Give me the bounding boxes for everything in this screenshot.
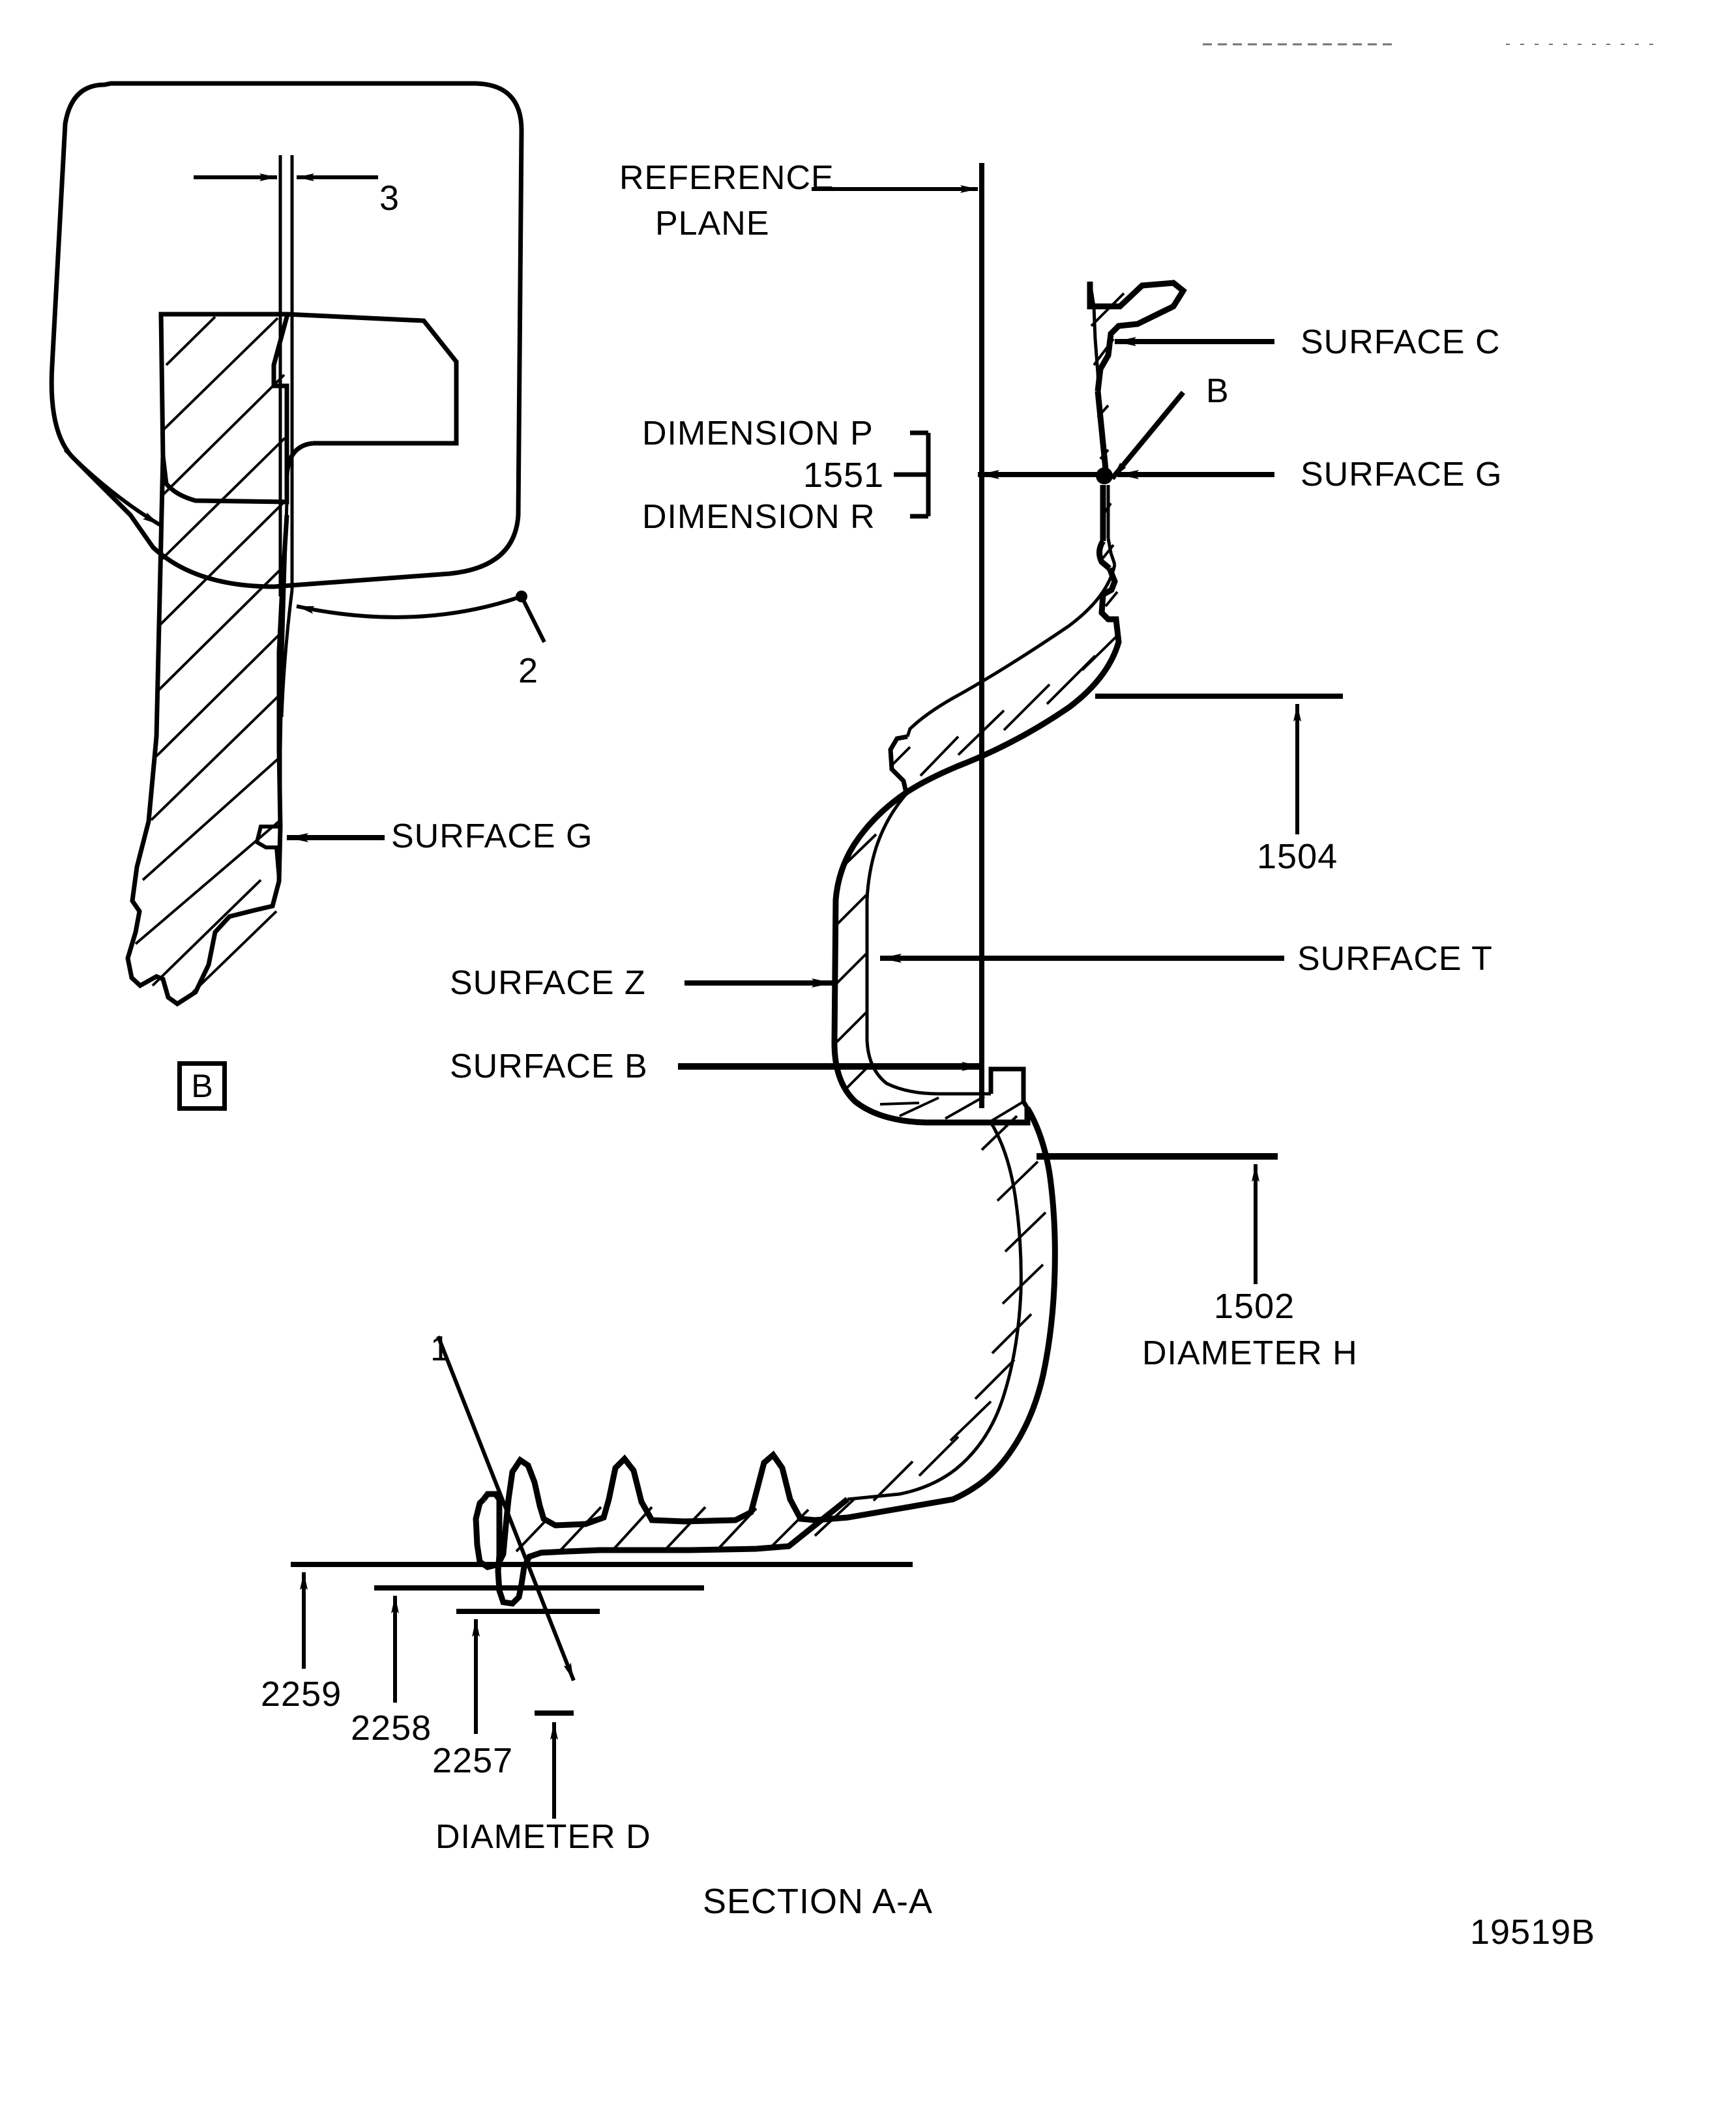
dimension-p-label: DIMENSION P: [642, 415, 874, 452]
section-hatching-wall: [834, 791, 1025, 1122]
reference-plane-label-line1: REFERENCE: [619, 159, 834, 197]
section-hatching-rim: [515, 1115, 1047, 1553]
callout-1-label: 1: [430, 1329, 451, 1368]
dimension-1502-label: 1502: [1214, 1287, 1295, 1326]
drawing-number: 19519B: [1470, 1913, 1596, 1952]
dimension-1504-group: [1095, 694, 1343, 834]
detail-bubble-outline: [49, 81, 524, 589]
surface-b-point: [1096, 467, 1113, 484]
surface-g-label-detail: SURFACE G: [391, 817, 593, 855]
dimension-2258-label: 2258: [351, 1709, 432, 1748]
detail-flange-outline: [286, 312, 459, 446]
dimension-1551-group: [894, 430, 1102, 519]
dimension-2258-group: [374, 1585, 704, 1703]
detail-view-tag-b: B: [177, 1061, 227, 1111]
detail-callout-2-leader: [296, 591, 546, 643]
section-hatching-detail: [134, 315, 286, 993]
surface-t-label: SURFACE T: [1297, 940, 1493, 978]
diameter-d-label: DIAMETER D: [435, 1818, 651, 1856]
dimension-2257-label: 2257: [432, 1741, 514, 1780]
section-hatching-rim-top: [1090, 292, 1125, 608]
detail-callout-3-label: 3: [379, 179, 400, 218]
surface-z-label: SURFACE Z: [450, 964, 646, 1002]
dimension-1504-label: 1504: [1257, 837, 1338, 876]
dimension-2259-label: 2259: [261, 1675, 342, 1714]
dimension-1551-label: 1551: [803, 456, 885, 495]
detail-section-body: [125, 312, 289, 1007]
detail-view-b: [49, 81, 546, 1007]
dimension-diameter-d-group: [535, 1710, 574, 1819]
detail-callout-2-label: 2: [518, 651, 539, 690]
surface-c-label: SURFACE C: [1301, 323, 1501, 361]
callout-1-leader: [436, 1335, 576, 1682]
surface-b-label: SURFACE B: [450, 1048, 648, 1085]
section-title: SECTION A-A: [703, 1882, 934, 1921]
diameter-h-label: DIAMETER H: [1142, 1334, 1358, 1372]
surface-g-label-right: SURFACE G: [1301, 456, 1503, 493]
dimension-r-label: DIMENSION R: [642, 498, 875, 536]
main-section-profile: [473, 280, 1187, 1607]
dimension-1502-group: [1037, 1153, 1278, 1284]
callout-b-leader-right: [1110, 390, 1186, 480]
dimension-2259-group: [291, 1562, 913, 1669]
callout-b-label-right: B: [1206, 372, 1229, 410]
dimension-2257-group: [456, 1609, 600, 1734]
section-hatching-web: [889, 634, 1119, 777]
reference-plane-label-line2: PLANE: [655, 205, 770, 242]
detail-left-arrow: [63, 448, 161, 527]
